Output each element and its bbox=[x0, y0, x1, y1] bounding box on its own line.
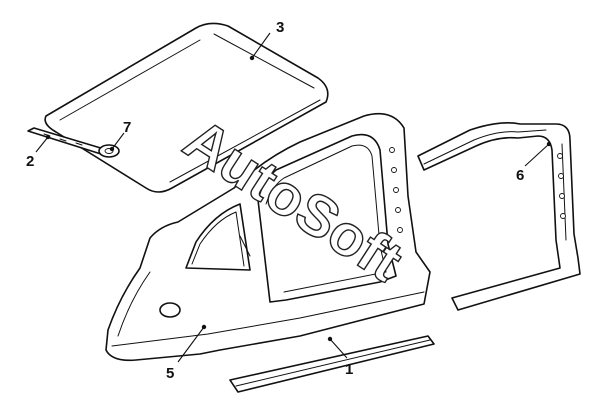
inner-door-frame bbox=[417, 122, 581, 311]
fuel-filler-door bbox=[159, 302, 181, 318]
callout-5: 5 bbox=[166, 365, 174, 382]
leader-lines bbox=[35, 32, 552, 363]
sill-reinforcement-strip bbox=[229, 335, 435, 393]
body-side-outer-panel bbox=[105, 112, 431, 362]
callout-7: 7 bbox=[123, 119, 131, 136]
callout-3: 3 bbox=[276, 19, 284, 36]
callout-1: 1 bbox=[345, 361, 353, 378]
callout-6: 6 bbox=[516, 167, 524, 184]
callouts: 3 2 7 6 5 1 bbox=[26, 19, 524, 382]
callout-2: 2 bbox=[26, 153, 34, 170]
